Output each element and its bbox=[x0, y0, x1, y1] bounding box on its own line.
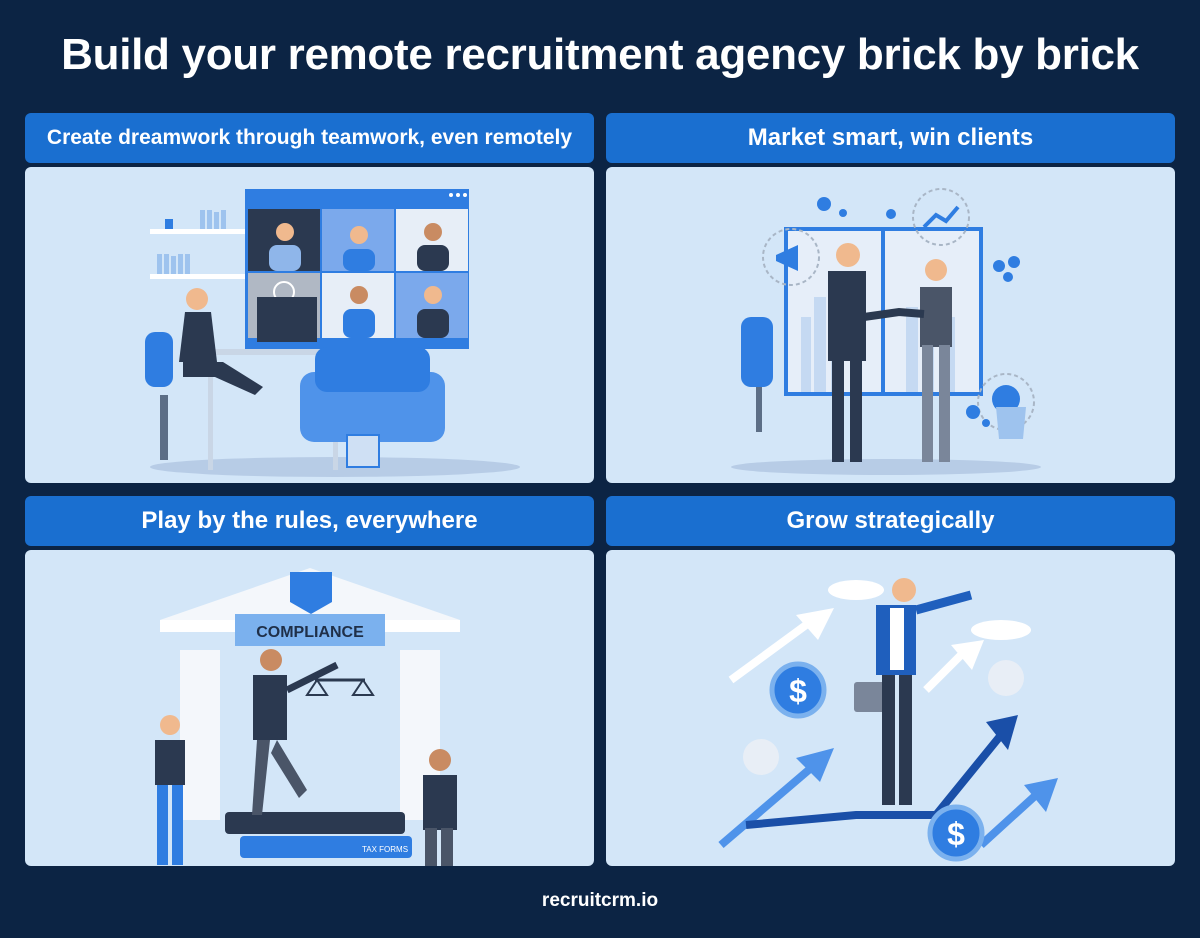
compliance-banner-label: COMPLIANCE bbox=[256, 624, 364, 641]
growth-illustration: $ $ bbox=[606, 550, 1175, 866]
tax-forms-label: TAX FORMS bbox=[362, 845, 408, 854]
handshake-illustration bbox=[606, 167, 1175, 483]
panel-teamwork: Create dreamwork through teamwork, even … bbox=[25, 113, 594, 483]
panel-marketing: Market smart, win clients bbox=[606, 113, 1175, 483]
footer-brand: recruitcrm.io bbox=[541, 890, 659, 911]
panel-heading: Market smart, win clients bbox=[606, 113, 1175, 163]
compliance-illustration: COMPLIANCE TAX FORMS bbox=[25, 550, 594, 866]
panel-heading: Create dreamwork through teamwork, even … bbox=[25, 113, 594, 163]
svg-text:$: $ bbox=[947, 816, 965, 852]
panel-heading: Grow strategically bbox=[606, 496, 1175, 546]
panel-compliance: Play by the rules, everywhere COMPLIANCE… bbox=[25, 496, 594, 866]
page-title: Build your remote recruitment agency bri… bbox=[61, 30, 1139, 79]
svg-text:$: $ bbox=[789, 673, 807, 709]
panel-heading: Play by the rules, everywhere bbox=[25, 496, 594, 546]
remote-meeting-illustration bbox=[25, 167, 594, 483]
panel-growth: Grow strategically $ $ bbox=[606, 496, 1175, 866]
